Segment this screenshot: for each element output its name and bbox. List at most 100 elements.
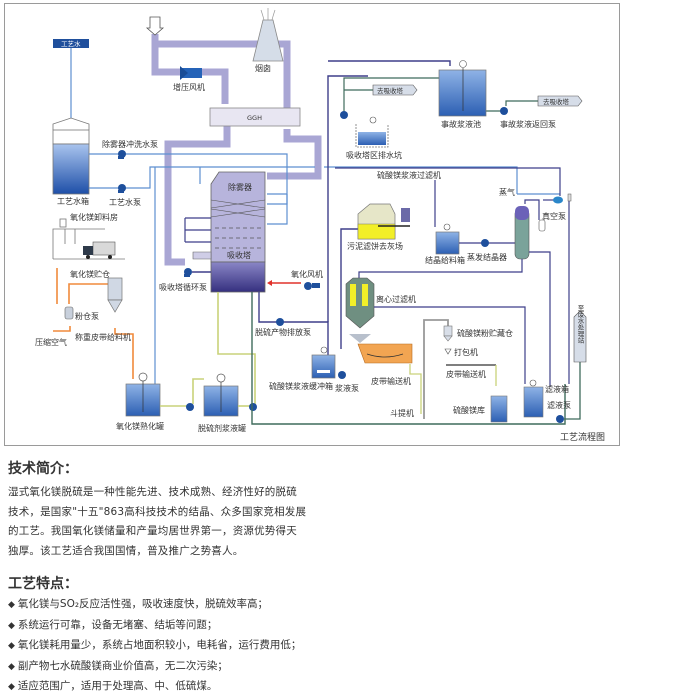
emergency-slurry-pool — [438, 60, 487, 117]
ggh-unit — [209, 107, 301, 127]
features-list: ◆氧化镁与SO₂反应活性强，吸收速度快，脱硫效率高； ◆系统运行可靠，设备无堵塞… — [8, 595, 301, 698]
label-desulfurizer-slurry-tank: 脱硫剂浆液罐 — [198, 423, 246, 433]
slurry-feed-pump-icon — [249, 403, 257, 411]
label-demister-wash-pump: 除雾器冲洗水泵 — [102, 139, 158, 149]
features-section: 工艺特点： ◆氧化镁与SO₂反应活性强，吸收速度快，脱硫效率高； ◆系统运行可靠… — [8, 575, 301, 698]
intro-line: 技术，是国家"十五"863高科技技术的结晶、众多国家竞相发展 — [8, 505, 307, 518]
to-wastewater-tag — [573, 310, 587, 363]
filtrate-tank — [523, 379, 544, 418]
duct-booster-to-ggh — [200, 68, 229, 104]
label-demister: 除雾器 — [228, 182, 252, 192]
label-evaporative-crystallizer: 蒸发结晶器 — [467, 252, 507, 262]
mgso4-powder-silo — [443, 325, 453, 342]
emergency-return-pump-icon — [500, 107, 508, 115]
absorber-tower — [192, 171, 266, 293]
bucket-elevator-line — [423, 319, 449, 419]
label-emergency-return-pump: 事故浆液返回泵 — [500, 119, 556, 129]
vacuum-lines — [524, 199, 570, 387]
condensate-pot-icon — [538, 219, 546, 232]
label-to-absorber-1: 去吸收塔 — [377, 86, 404, 95]
duct-ggh-to-absorber — [164, 122, 231, 266]
feature-item: ◆系统运行可靠，设备无堵塞、结垢等问题； — [8, 618, 218, 631]
label-absorber-drain-pit: 吸收塔区排水坑 — [346, 150, 402, 160]
powder-pump-icon — [64, 306, 74, 320]
intro-title: 技术简介： — [8, 461, 78, 477]
label-to-absorber-2: 去吸收塔 — [543, 97, 570, 106]
label-process-water-tank: 工艺水箱 — [57, 196, 89, 206]
label-absorber: 吸收塔 — [227, 250, 251, 260]
label-belt-conveyor-1: 皮带输送机 — [371, 376, 411, 386]
byproduct-lines — [258, 60, 451, 364]
label-process-water-pump: 工艺水泵 — [109, 197, 141, 207]
mgso4-buffer-tank — [311, 346, 336, 379]
booster-fan-icon — [180, 66, 202, 80]
crystal-feed-tank — [435, 223, 460, 255]
intro-paragraph: 湿式氧化镁脱硫是一种性能先进、技术成熟、经济性好的脱硫 技术，是国家"十五"86… — [8, 483, 308, 561]
mgo-silo — [107, 277, 123, 313]
label-mgso4-warehouse: 硫酸镁库 — [453, 405, 485, 415]
label-chimney: 烟囱 — [255, 63, 271, 73]
absorber-drain-pit — [355, 116, 389, 148]
label-booster-fan: 增压风机 — [173, 82, 205, 92]
duct-absorber-to-ggh — [267, 129, 322, 180]
label-oxidation-fan: 氧化风机 — [291, 269, 323, 279]
intro-line: 的工艺。我国氧化镁储量和产量均居世界第一，资源优势得天 — [8, 525, 297, 537]
label-mgso4-filter: 硫酸镁浆液过滤机 — [377, 170, 441, 180]
label-weigh-belt-feeder: 称重皮带给料机 — [75, 332, 131, 342]
label-powder-pump: 粉仓泵 — [75, 311, 99, 321]
diamond-bullet-icon: ◆ — [8, 600, 15, 610]
process-water-source-box — [53, 39, 89, 48]
demister-wash-pump-icon — [118, 150, 126, 159]
label-sludge-to-ash: 污泥滤饼去灰场 — [347, 241, 403, 251]
duct-ggh-to-chimney — [155, 40, 291, 109]
label-centrifuge: 离心过滤机 — [376, 294, 416, 304]
crystal-feed-pump-icon — [481, 239, 489, 247]
feature-item: ◆副产物七水硫酸镁商业价值高，无二次污染； — [8, 659, 228, 672]
diamond-bullet-icon: ◆ — [8, 661, 15, 672]
label-to-wastewater: 至废水处理站 — [576, 304, 584, 345]
diamond-bullet-icon: ◆ — [8, 641, 15, 651]
oxidation-fan-icon — [304, 282, 320, 290]
label-mgso4-powder-silo: 硫酸镁粉贮藏仓 — [457, 328, 513, 338]
label-packing-machine: 打包机 — [454, 347, 478, 357]
label-mgo-slaking-tank: 氧化镁熟化罐 — [116, 421, 164, 431]
process-flow-diagram: 烟囱 增压风机 GGH 工艺水 工艺水箱 除雾器冲洗水泵 工艺水泵 — [4, 3, 620, 446]
flue-gas-inlet-arrow-icon — [145, 16, 165, 36]
label-bucket-elevator: 斗提机 — [390, 408, 414, 418]
label-ggh: GGH — [247, 114, 262, 122]
desulfurizer-slurry-tank — [203, 373, 239, 417]
feature-item: ◆适应范围广，适用于处理高、中、低硫煤。 — [8, 680, 218, 692]
diamond-bullet-icon: ◆ — [8, 682, 15, 692]
mgso4-filter-unit — [357, 203, 410, 240]
intro-line: 湿式氧化镁脱硫是一种性能先进、技术成熟、经济性好的脱硫 — [8, 486, 297, 498]
label-slurry-pump: 浆液泵 — [335, 383, 359, 393]
label-byproduct-discharge-pump: 脱硫产物排放泵 — [255, 327, 311, 337]
truck-icon — [83, 241, 116, 259]
label-emergency-slurry-pool: 事故浆液池 — [441, 119, 481, 129]
label-filtrate-tank: 滤液箱 — [545, 384, 569, 394]
mgo-unloading-room — [52, 218, 125, 260]
flow-diagram-canvas: 烟囱 增压风机 GGH 工艺水 工艺水箱 除雾器冲洗水泵 工艺水泵 — [35, 8, 605, 443]
slaking-transfer-pump-icon — [186, 403, 194, 411]
slurry-pump-icon — [338, 371, 346, 379]
evaporative-crystallizer-unit — [514, 206, 530, 260]
diamond-bullet-icon: ◆ — [8, 620, 15, 631]
filter-feed-line — [335, 167, 561, 196]
intro-line: 独厚。该工艺适合我国国情，普及推广之势喜人。 — [8, 544, 244, 557]
to-absorber-tag-2 — [537, 95, 583, 107]
absorber-circulation-pump-icon — [184, 268, 192, 277]
label-absorber-circulation-pump: 吸收塔循环泵 — [159, 282, 207, 292]
flue-gas-ducts — [151, 34, 322, 266]
label-mgo-unloading-room: 氧化镁卸料房 — [70, 212, 118, 222]
label-mgo-silo: 氧化镁贮仓 — [70, 269, 110, 279]
filtrate-return-line — [251, 292, 566, 425]
label-filtrate-pump: 滤液泵 — [547, 400, 571, 410]
process-water-pump-icon — [118, 184, 126, 193]
label-crystal-feed-tank: 结晶给料箱 — [425, 255, 465, 265]
intro-section: 技术简介： 湿式氧化镁脱硫是一种性能先进、技术成熟、经济性好的脱硫 技术，是国家… — [8, 460, 308, 561]
packing-machine-icon — [444, 348, 452, 355]
mgo-powder-lines — [53, 268, 134, 379]
reagent-slurry-lines — [160, 292, 256, 407]
feature-item: ◆氧化镁与SO₂反应活性强，吸收速度快，脱硫效率高； — [8, 598, 269, 610]
feature-item: ◆氧化镁耗用量少，系统占地面积较小，电耗省，运行费用低； — [8, 639, 302, 651]
